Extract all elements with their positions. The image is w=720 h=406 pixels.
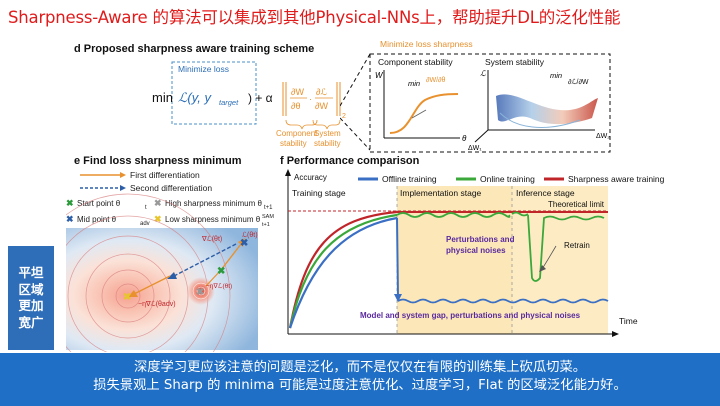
grad-top-label: ∇ℒ(θt) bbox=[201, 235, 222, 243]
panel-d-plots: Minimize loss sharpness Component stabil… bbox=[340, 39, 611, 153]
panel-e-legend-and-contour: First differentiation Second differentia… bbox=[66, 170, 274, 352]
svg-text:✖: ✖ bbox=[196, 287, 204, 298]
formula-target: target bbox=[219, 98, 239, 107]
svg-text:∂θ: ∂θ bbox=[291, 101, 300, 111]
panel-f-chart: Accuracy Time Offline training Online tr… bbox=[285, 169, 665, 337]
plot1-min: min bbox=[408, 79, 420, 88]
formula-min: min bbox=[152, 90, 173, 105]
svg-text:adv: adv bbox=[140, 221, 150, 227]
stage-inference: Inference stage bbox=[516, 188, 575, 198]
formula-loss: ℒ(y, y bbox=[178, 90, 212, 105]
eta-t-label: −η∇ℒ(θt) bbox=[206, 282, 232, 290]
svg-text:t+1: t+1 bbox=[262, 222, 270, 228]
loss-t-label: ℒ(θt) bbox=[242, 231, 258, 239]
second-diff-label: Second differentiation bbox=[130, 183, 212, 193]
minimize-loss-label: Minimize loss bbox=[178, 64, 229, 74]
svg-text:stability: stability bbox=[280, 139, 307, 148]
svg-text:t: t bbox=[145, 205, 147, 211]
svg-text:2: 2 bbox=[342, 113, 346, 120]
svg-text:✖: ✖ bbox=[154, 198, 162, 208]
gap-label: Model and system gap, perturbations and … bbox=[360, 311, 581, 320]
footer-line-1: 深度学习更应该注意的问题是泛化，而不是仅仅在有限的训练集上砍瓜切菜。 bbox=[133, 360, 587, 375]
svg-text:∂ℒ: ∂ℒ bbox=[316, 87, 327, 97]
component-stability-label: Component bbox=[276, 129, 318, 138]
plot1-xlabel: θ bbox=[462, 134, 467, 143]
component-stability-plot-title: Component stability bbox=[378, 57, 453, 67]
stage-implementation: Implementation stage bbox=[400, 188, 482, 198]
legend: Offline training Online training Sharpne… bbox=[358, 174, 665, 184]
svg-text:stability: stability bbox=[314, 139, 341, 148]
system-stability-plot-title: System stability bbox=[485, 57, 545, 67]
plot2-ylabel: ℒ bbox=[480, 69, 486, 78]
svg-text:✖: ✖ bbox=[240, 238, 248, 249]
svg-text:·: · bbox=[309, 94, 312, 104]
svg-text:∂W/∂θ: ∂W/∂θ bbox=[426, 77, 445, 84]
slide-title: Sharpness-Aware 的算法可以集成到其他Physical-NNs上，… bbox=[8, 8, 621, 27]
svg-text:∂ℒ/∂W: ∂ℒ/∂W bbox=[568, 78, 589, 86]
theoretical-limit-label: Theoretical limit bbox=[548, 200, 605, 209]
system-stability-label: System bbox=[314, 129, 341, 138]
plot1-ylabel: W bbox=[375, 71, 384, 80]
minimize-loss-box bbox=[171, 61, 257, 125]
plot2-min: min bbox=[550, 71, 562, 80]
legend-offline: Offline training bbox=[382, 174, 437, 184]
svg-text:∂W: ∂W bbox=[315, 101, 328, 111]
plot2-x2: ΔW₂ bbox=[596, 133, 610, 140]
start-point-label: Start point θ bbox=[77, 199, 121, 208]
svg-text:✖: ✖ bbox=[66, 198, 74, 208]
stage-training: Training stage bbox=[292, 188, 346, 198]
first-diff-label: First differentiation bbox=[130, 170, 200, 180]
svg-text:SAM: SAM bbox=[262, 214, 274, 220]
footer-banner: 深度学习更应该注意的问题是泛化，而不是仅仅在有限的训练集上砍瓜切菜。 损失景观上… bbox=[0, 353, 720, 406]
perturbations-label-2: physical noises bbox=[446, 246, 506, 255]
low-sharp-label: Low sharpness minimum θ bbox=[165, 215, 261, 224]
footer-line-2: 损失景观上 Sharp 的 minima 可能是过度注意优化、过度学习，Flat… bbox=[93, 378, 627, 393]
legend-sam: Sharpness aware training bbox=[568, 174, 665, 184]
mid-point-label: Mid point θ bbox=[77, 215, 117, 224]
panel-d-formula: Minimize loss min ℒ(y, y target ) + α ∂W… bbox=[152, 61, 346, 148]
panel-d-title: d Proposed sharpness aware training sche… bbox=[74, 43, 315, 55]
sidebar-note: 平坦区域更加宽广 bbox=[8, 246, 54, 350]
svg-text:✖: ✖ bbox=[217, 266, 225, 277]
plot2-x1: ΔW₁ bbox=[468, 145, 482, 152]
perturbations-label-1: Perturbations and bbox=[446, 235, 515, 244]
high-sharp-label: High sharpness minimum θ bbox=[165, 199, 262, 208]
sidebar-text: 平坦区域更加宽广 bbox=[18, 265, 44, 330]
panel-f-title: f Performance comparison bbox=[280, 155, 420, 167]
svg-text:t+1: t+1 bbox=[264, 205, 273, 211]
minimize-loss-sharpness-label: Minimize loss sharpness bbox=[380, 39, 473, 49]
panel-e-title: e Find loss sharpness minimum bbox=[74, 155, 242, 167]
eta-adv-label: −η∇ℒ(θadv) bbox=[138, 300, 176, 308]
svg-text:∂W: ∂W bbox=[291, 87, 304, 97]
legend-online: Online training bbox=[480, 174, 535, 184]
retrain-label: Retrain bbox=[564, 241, 590, 250]
svg-text:✖: ✖ bbox=[66, 214, 74, 224]
formula-alpha: ) + α bbox=[248, 91, 273, 105]
x-axis-label: Time bbox=[619, 316, 638, 326]
svg-text:✖: ✖ bbox=[154, 214, 162, 224]
svg-text:✖: ✖ bbox=[123, 292, 131, 303]
y-axis-label: Accuracy bbox=[294, 173, 327, 182]
